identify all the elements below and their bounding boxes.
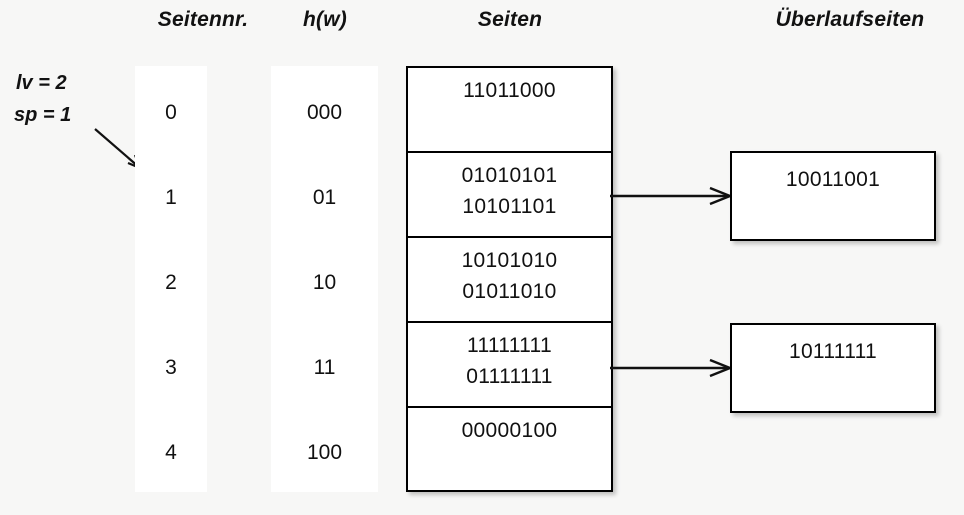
page-record: 10101101 — [462, 195, 557, 218]
hw-cell: 01 — [312, 186, 337, 209]
page-cell: 11011000 — [408, 68, 611, 153]
page-record: 01011010 — [462, 280, 557, 303]
page-record: 00000100 — [461, 419, 558, 442]
page-record: 01010101 — [461, 164, 558, 187]
hw-cell: 11 — [313, 356, 336, 379]
page-cell: 10101010 01011010 — [408, 238, 611, 323]
column-header-seitennr: Seitennr. — [157, 8, 249, 31]
column-strip-seitennr: 0 1 2 3 4 — [135, 66, 207, 492]
page-cell: 11111111 01111111 — [408, 323, 611, 408]
column-strip-hw: 000 01 10 11 100 — [271, 66, 378, 492]
hw-cell: 10 — [312, 271, 337, 294]
pages-table: 11011000 01010101 10101101 10101010 0101… — [406, 66, 613, 492]
hw-cell: 000 — [306, 101, 343, 124]
overflow-connector-arrow-icon — [610, 186, 734, 206]
seitennr-cell: 1 — [165, 186, 177, 209]
annotation-sp: sp = 1 — [14, 104, 72, 126]
page-record: 11011000 — [463, 79, 556, 102]
page-record: 10101010 — [461, 249, 558, 272]
seitennr-cell: 4 — [165, 441, 177, 464]
seitennr-cell: 3 — [165, 356, 177, 379]
column-header-hw: h(w) — [303, 8, 347, 31]
page-record: 11111111 — [467, 334, 552, 357]
overflow-record: 10011001 — [785, 168, 881, 191]
column-header-ueberlaufseiten: Überlaufseiten — [775, 8, 925, 31]
seitennr-cell: 0 — [165, 101, 177, 124]
hw-cell: 100 — [306, 441, 343, 464]
overflow-connector-arrow-icon — [610, 358, 734, 378]
column-header-seiten: Seiten — [477, 8, 543, 31]
overflow-page-box: 10111111 — [730, 323, 936, 413]
page-record: 01111111 — [466, 365, 553, 388]
annotation-lv: lv = 2 — [16, 72, 67, 94]
overflow-record: 10111111 — [788, 340, 878, 363]
page-cell: 01010101 10101101 — [408, 153, 611, 238]
page-cell: 00000100 — [408, 408, 611, 489]
overflow-page-box: 10011001 — [730, 151, 936, 241]
seitennr-cell: 2 — [165, 271, 177, 294]
